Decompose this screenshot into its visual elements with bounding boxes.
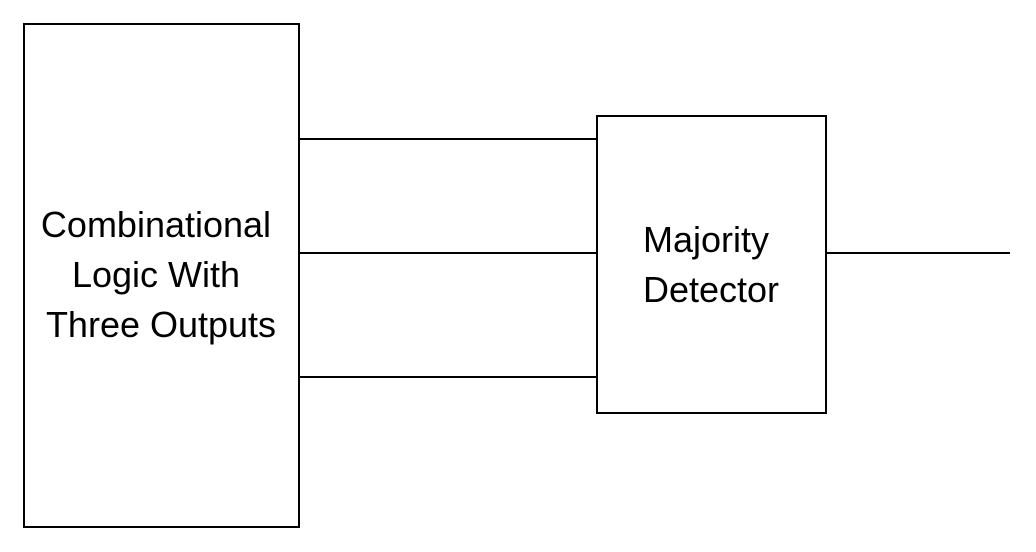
combinational-logic-label: Combinational Logic With Three Outputs bbox=[41, 204, 281, 345]
combinational-logic-label-line-2: Logic With bbox=[72, 254, 240, 295]
majority-detector-box bbox=[596, 115, 827, 414]
combinational-logic-label-line-1: Combinational bbox=[41, 204, 271, 245]
majority-detector-block: Majority Detector bbox=[596, 115, 827, 414]
majority-detector-label: Majority Detector bbox=[643, 219, 779, 310]
combinational-logic-block: Combinational Logic With Three Outputs bbox=[23, 23, 300, 528]
combinational-logic-box bbox=[23, 23, 300, 528]
majority-detector-label-line-1: Majority bbox=[643, 219, 769, 260]
majority-detector-label-line-2: Detector bbox=[643, 269, 779, 310]
combinational-logic-label-line-3: Three Outputs bbox=[46, 304, 276, 345]
